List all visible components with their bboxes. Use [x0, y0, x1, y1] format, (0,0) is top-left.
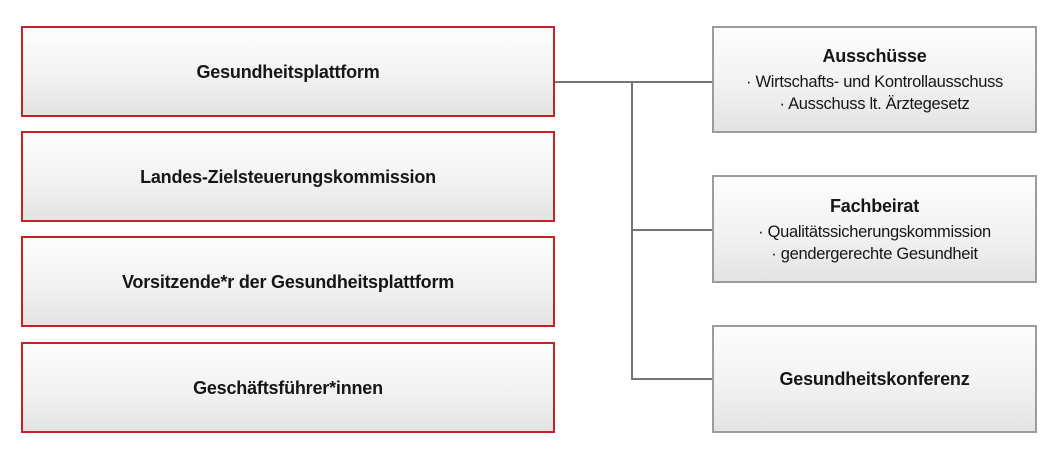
box-label: Vorsitzende*r der Gesundheitsplattform — [121, 271, 455, 292]
connector-main-horizontal — [555, 81, 712, 83]
box-landes-zielsteuerungskommission: Landes-Zielsteuerungskommission — [21, 131, 555, 222]
box-item: · gendergerechte Gesundheit — [771, 244, 978, 263]
box-item: · Wirtschafts- und Kontrollausschuss — [746, 73, 1003, 91]
box-label: Geschäftsführer*innen — [193, 377, 383, 398]
box-label: Gesundheitsplattform — [196, 61, 380, 82]
box-geschaeftsfuehrer-innen: Geschäftsführer*innen — [21, 342, 555, 433]
connector-branch-fachbeirat — [631, 229, 712, 231]
box-vorsitzende-der-gesundheitsplattform: Vorsitzende*r der Gesundheitsplattform — [21, 236, 555, 327]
box-title: Gesundheitskonferenz — [779, 369, 970, 389]
box-item: · Qualitätssicherungskommission — [758, 222, 991, 241]
box-label: Landes-Zielsteuerungskommission — [140, 166, 436, 187]
box-gesundheitskonferenz: Gesundheitskonferenz — [712, 325, 1037, 433]
box-title: Ausschüsse — [822, 46, 927, 66]
box-title: Fachbeirat — [829, 195, 920, 216]
connector-branch-gesundheitskonferenz — [631, 378, 712, 380]
box-item: · Ausschuss lt. Ärztegesetz — [779, 95, 970, 113]
box-ausschuesse: Ausschüsse · Wirtschafts- und Kontrollau… — [712, 26, 1037, 133]
box-fachbeirat: Fachbeirat · Qualitätssicherungskommissi… — [712, 175, 1037, 283]
box-gesundheitsplattform: Gesundheitsplattform — [21, 26, 555, 117]
